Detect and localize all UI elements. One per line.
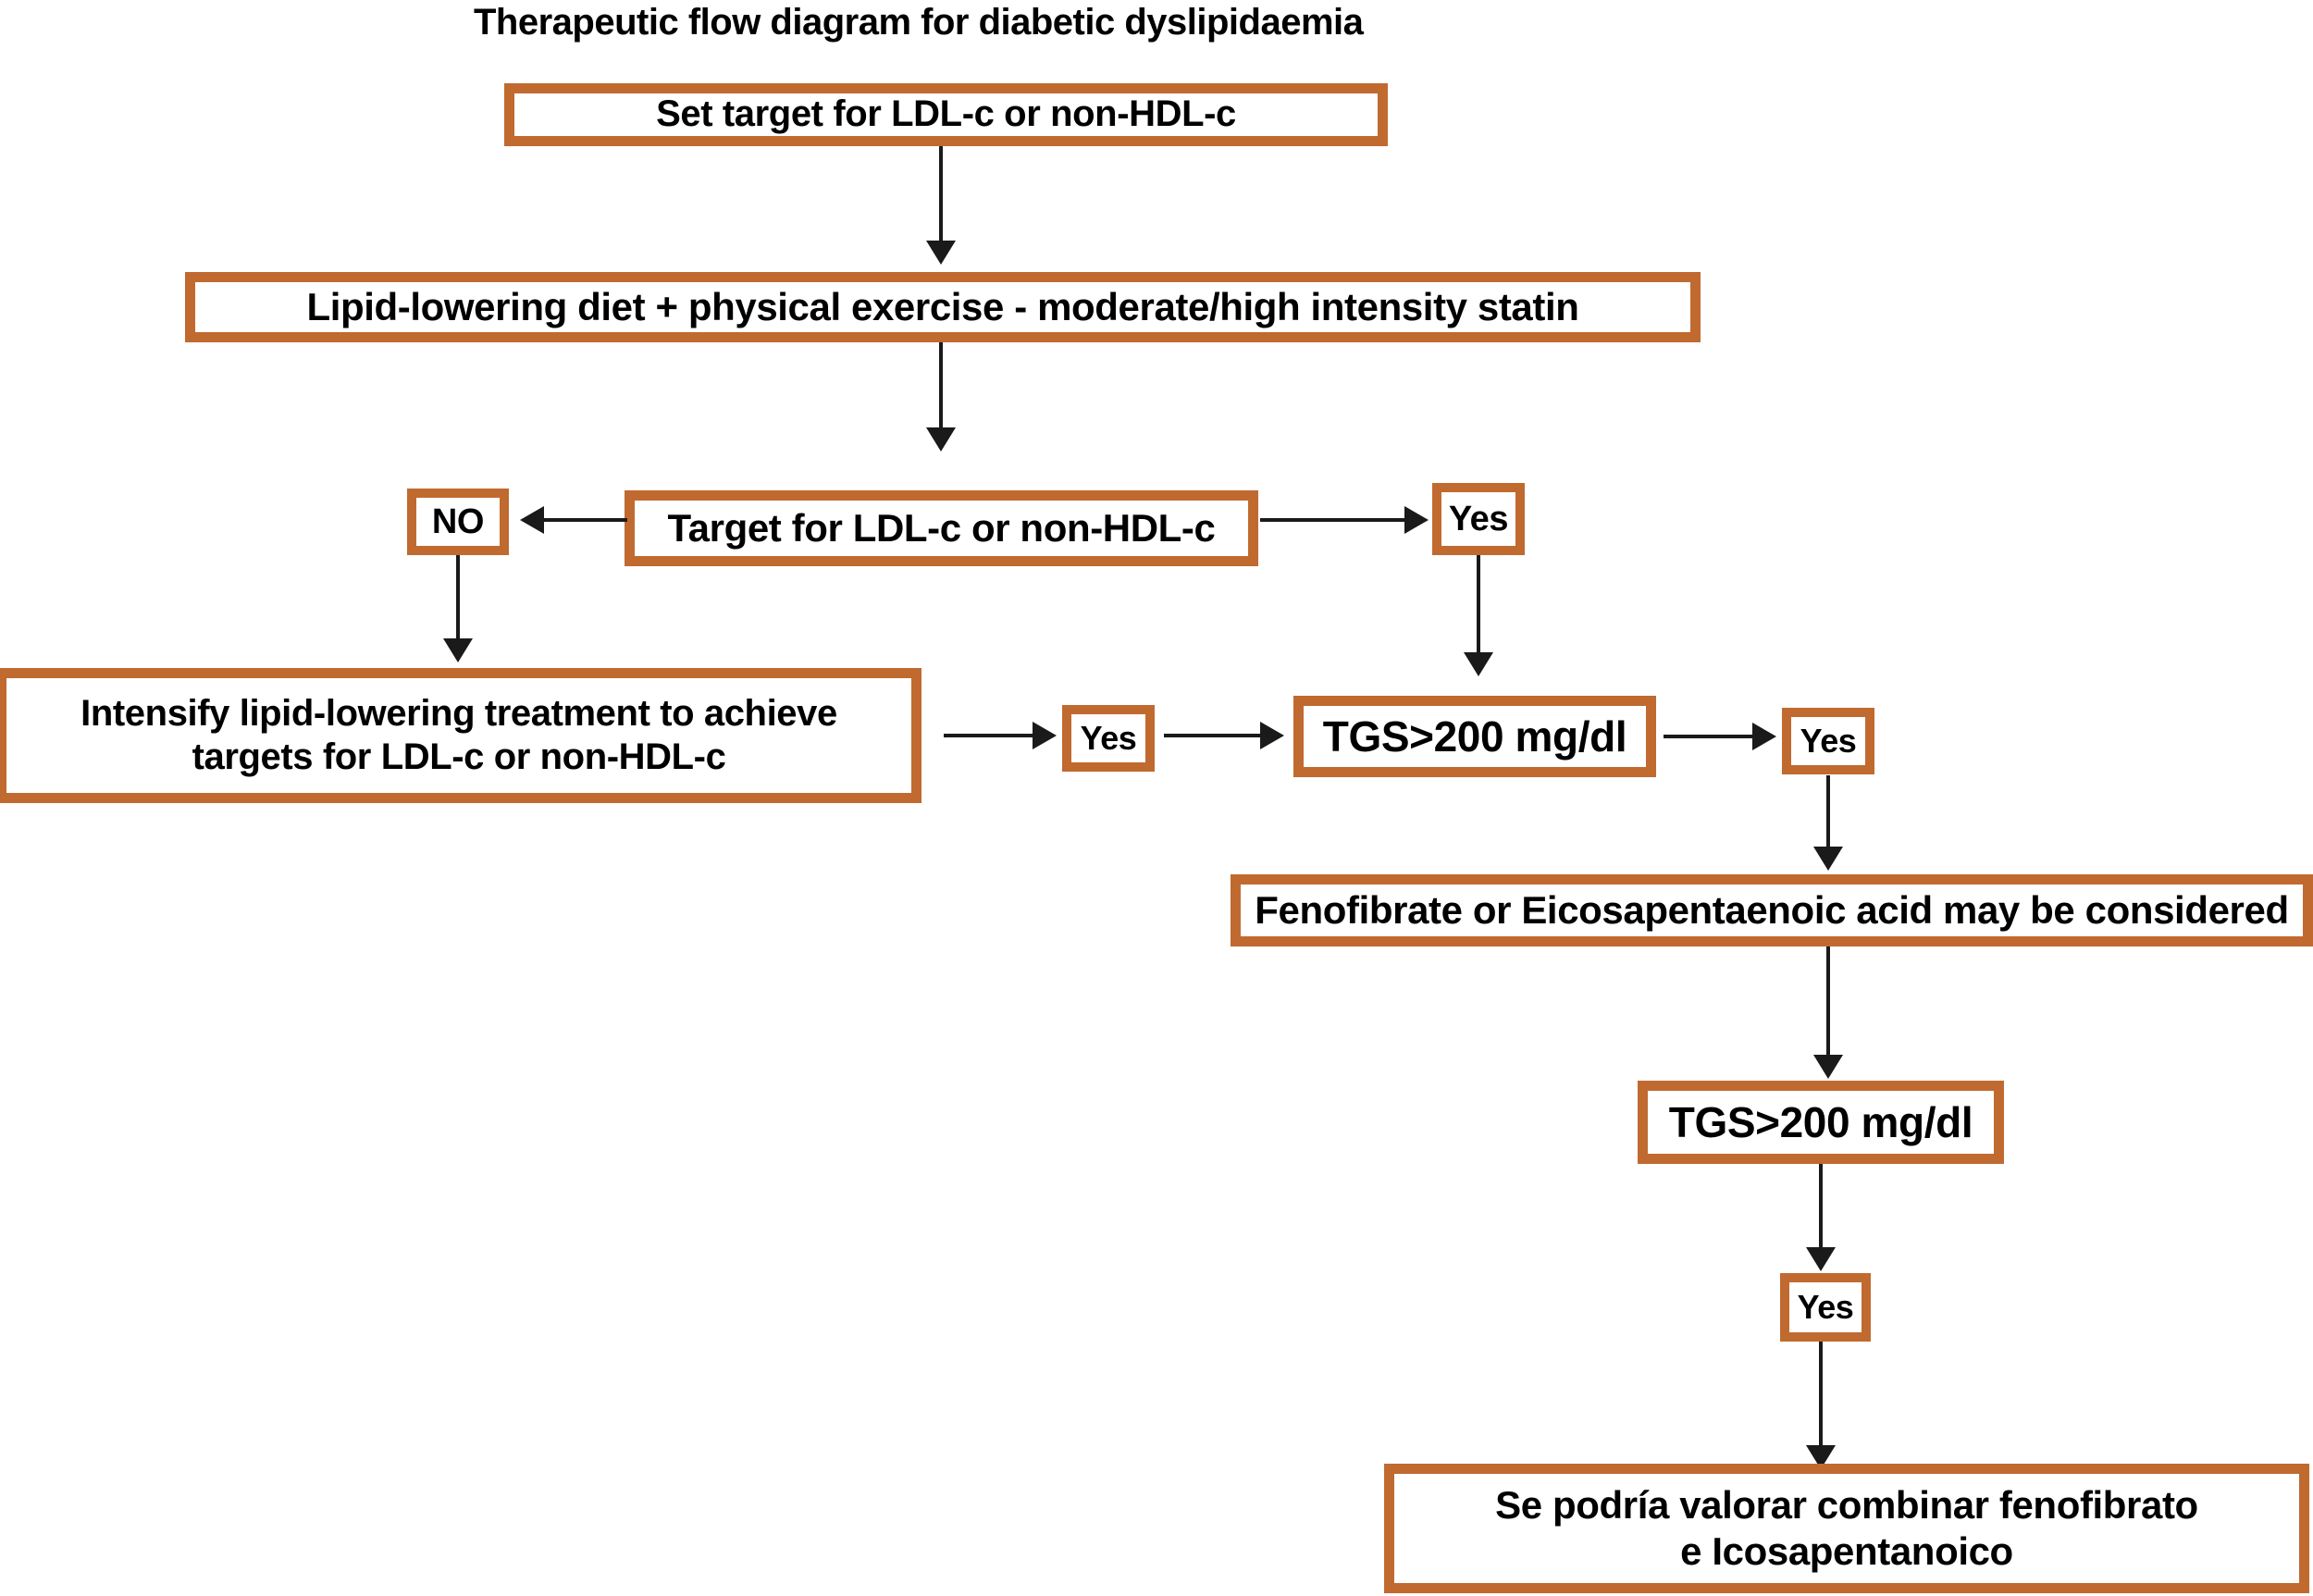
edge-yes2-to-tgs1-line <box>1164 734 1264 737</box>
node-yes-branch-1[interactable]: Yes <box>1432 483 1525 555</box>
node-tgs-check-2-label: TGS>200 mg/dl <box>1668 1097 1973 1146</box>
edge-fenofibrate-to-tgs2-arrowhead <box>1813 1055 1843 1079</box>
node-tgs-check-1-label: TGS>200 mg/dl <box>1322 711 1627 761</box>
node-yes-branch-1-label: Yes <box>1448 499 1509 538</box>
node-tgs-check-2[interactable]: TGS>200 mg/dl <box>1638 1081 2004 1164</box>
node-intensify-label-line1: Intensify lipid-lowering treatment to ac… <box>80 692 837 734</box>
edge-tgs2-to-yes4-line <box>1819 1164 1823 1260</box>
edge-target-to-no-line <box>537 518 627 522</box>
edge-target-to-no-arrowhead <box>520 506 544 534</box>
node-final-combination-label-line2: e Icosapentanoico <box>1680 1529 2013 1573</box>
node-yes-branch-2[interactable]: Yes <box>1062 705 1155 772</box>
node-tgs-check-1[interactable]: TGS>200 mg/dl <box>1293 696 1656 777</box>
node-intensify-label-line2: targets for LDL-c or non-HDL-c <box>192 736 726 777</box>
node-set-target[interactable]: Set target for LDL-c or non-HDL-c <box>504 83 1388 146</box>
node-yes-branch-3-label: Yes <box>1800 721 1857 760</box>
edge-lifestyle-to-target-arrowhead <box>926 427 956 452</box>
page-title: Therapeutic flow diagram for diabetic dy… <box>474 2 1364 43</box>
node-target-check-label: Target for LDL-c or non-HDL-c <box>667 506 1216 551</box>
node-yes-branch-4-label: Yes <box>1797 1287 1854 1326</box>
edge-intensify-to-yes2-line <box>944 734 1036 737</box>
node-yes-branch-2-label: Yes <box>1080 718 1137 757</box>
edge-yes3-to-fenofibrate-line <box>1826 775 1830 860</box>
node-fenofibrate-label: Fenofibrate or Eicosapentaenoic acid may… <box>1255 888 2289 933</box>
node-final-combination[interactable]: Se podría valorar combinar fenofibrato e… <box>1384 1464 2309 1593</box>
edge-yes1-to-tgs1-arrowhead <box>1464 652 1493 676</box>
node-yes-branch-4[interactable]: Yes <box>1780 1273 1871 1342</box>
node-lifestyle-statin[interactable]: Lipid-lowering diet + physical exercise … <box>185 272 1701 342</box>
node-final-combination-label-line1: Se podría valorar combinar fenofibrato <box>1495 1483 2198 1528</box>
edge-tgs1-to-yes3-arrowhead <box>1752 723 1776 750</box>
node-target-check[interactable]: Target for LDL-c or non-HDL-c <box>625 490 1258 566</box>
node-fenofibrate[interactable]: Fenofibrate or Eicosapentaenoic acid may… <box>1231 874 2313 946</box>
node-intensify[interactable]: Intensify lipid-lowering treatment to ac… <box>0 668 921 803</box>
edge-lifestyle-to-target-line <box>939 342 943 444</box>
edge-intensify-to-yes2-arrowhead <box>1033 722 1057 749</box>
node-yes-branch-3[interactable]: Yes <box>1782 708 1874 774</box>
edge-yes3-to-fenofibrate-arrowhead <box>1813 847 1843 871</box>
edge-set-target-to-lifestyle-arrowhead <box>926 241 956 265</box>
edge-target-to-yes1-arrowhead <box>1404 506 1429 534</box>
edge-yes4-to-final-line <box>1819 1342 1823 1464</box>
edge-tgs2-to-yes4-arrowhead <box>1806 1247 1836 1271</box>
edge-target-to-yes1-line <box>1260 518 1408 522</box>
node-lifestyle-statin-label: Lipid-lowering diet + physical exercise … <box>306 285 1579 329</box>
edge-tgs1-to-yes3-line <box>1664 735 1756 738</box>
node-no-branch[interactable]: NO <box>407 489 509 555</box>
node-set-target-label: Set target for LDL-c or non-HDL-c <box>656 93 1236 135</box>
edge-yes1-to-tgs1-line <box>1477 555 1480 666</box>
edge-fenofibrate-to-tgs2-line <box>1826 946 1830 1069</box>
edge-yes2-to-tgs1-arrowhead <box>1260 722 1284 749</box>
edge-no-to-intensify-arrowhead <box>443 638 473 662</box>
node-no-branch-label: NO <box>431 501 485 541</box>
edge-no-to-intensify-line <box>456 555 460 655</box>
edge-set-target-to-lifestyle-line <box>939 146 943 248</box>
